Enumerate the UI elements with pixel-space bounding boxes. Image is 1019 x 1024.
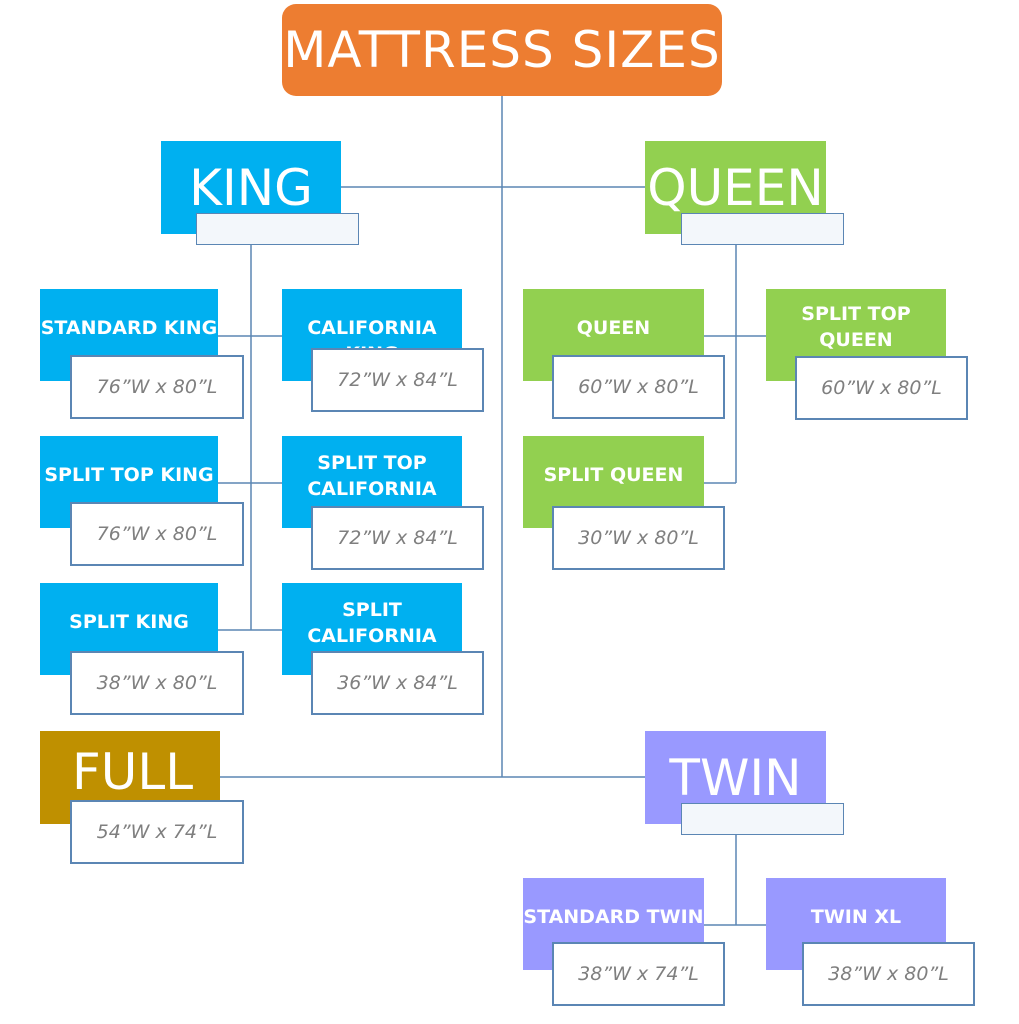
size-dims-box: 76”W x 80”L [70, 502, 244, 566]
size-dims-box: 72”W x 84”L [311, 348, 484, 412]
size-label: STANDARD TWIN [523, 906, 704, 928]
size-dims-box: 38”W x 80”L [802, 942, 975, 1006]
size-split-king: SPLIT KING [40, 583, 218, 675]
size-dims: 72”W x 84”L [337, 527, 458, 549]
size-dims: 38”W x 80”L [96, 672, 218, 694]
full-dims: 54”W x 74”L [96, 821, 218, 843]
size-dims: 36”W x 84”L [337, 672, 458, 694]
size-dims: 72”W x 84”L [337, 369, 458, 391]
size-dims: 76”W x 80”L [96, 376, 218, 398]
size-dims-box: 76”W x 80”L [70, 355, 244, 419]
page-title: MATTRESS SIZES [282, 4, 722, 96]
size-dims-box: 38”W x 74”L [552, 942, 725, 1006]
category-twin-tab [681, 803, 844, 835]
size-dims: 60”W x 80”L [578, 376, 699, 398]
size-dims-box: 72”W x 84”L [311, 506, 484, 570]
size-label: STANDARD KING [40, 317, 218, 339]
size-dims: 60”W x 80”L [821, 377, 942, 399]
category-full-label: FULL [72, 743, 194, 801]
size-dims-box: 38”W x 80”L [70, 651, 244, 715]
category-king-tab [196, 213, 359, 245]
category-queen-tab [681, 213, 844, 245]
size-label: QUEEN [576, 317, 651, 339]
size-label: SPLIT KING [69, 611, 189, 633]
category-queen-label: QUEEN [647, 158, 824, 217]
size-dims-box: 60”W x 80”L [795, 356, 968, 420]
full-dims-box: 54”W x 74”L [70, 800, 244, 864]
size-label: SPLIT TOP QUEEN [801, 303, 911, 351]
size-label: SPLIT QUEEN [543, 464, 684, 486]
size-dims-box: 36”W x 84”L [311, 651, 484, 715]
size-label: TWIN XL [810, 906, 902, 928]
size-dims: 38”W x 80”L [828, 963, 949, 985]
size-dims: 76”W x 80”L [96, 523, 218, 545]
size-dims: 38”W x 74”L [578, 963, 699, 985]
size-label: SPLIT TOP KING [44, 464, 214, 486]
category-queen: QUEEN [645, 141, 826, 234]
category-king-label: KING [189, 158, 313, 217]
size-dims-box: 30”W x 80”L [552, 506, 725, 570]
category-twin-label: TWIN [669, 748, 802, 807]
size-dims-box: 60”W x 80”L [552, 355, 725, 419]
size-dims: 30”W x 80”L [578, 527, 699, 549]
